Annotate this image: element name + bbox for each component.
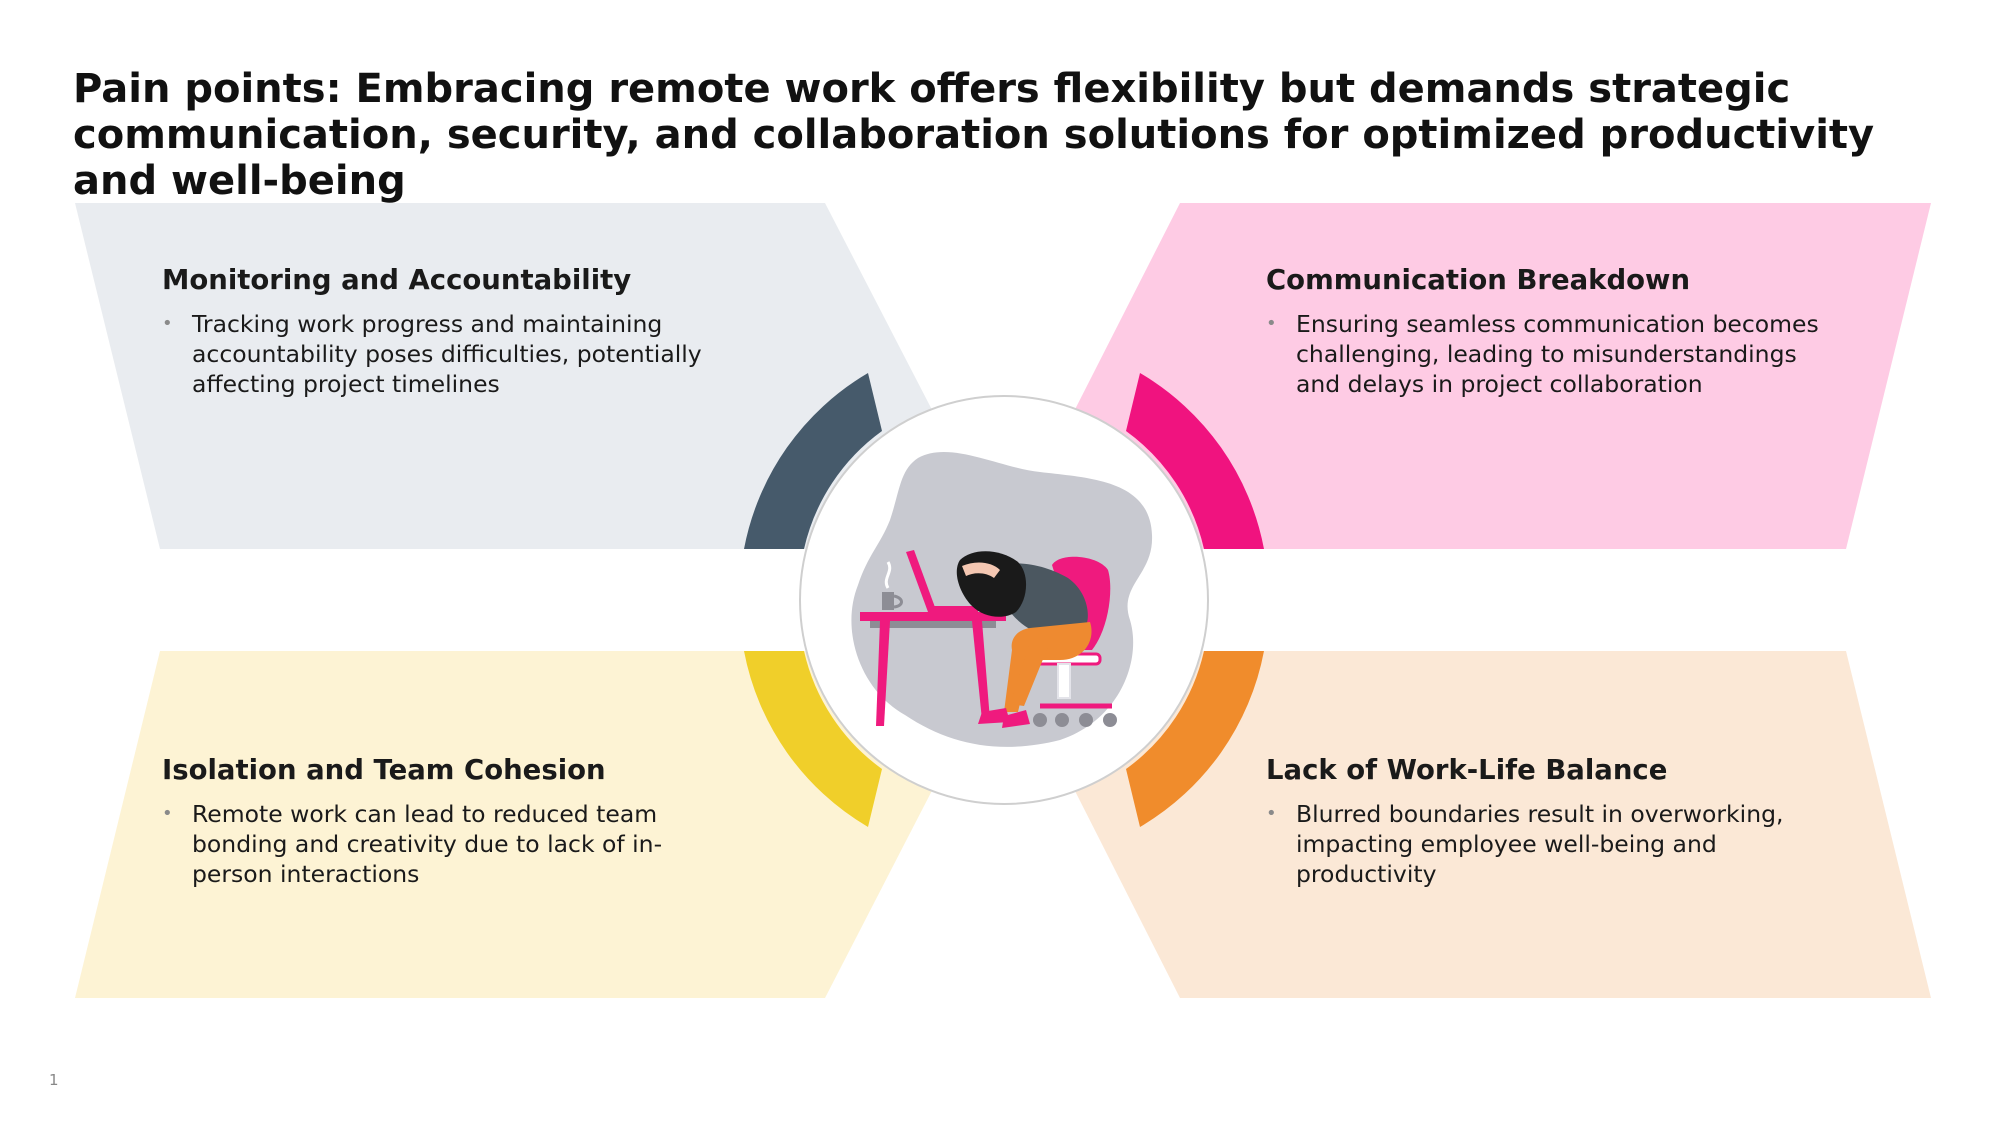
communication-heading: Communication Breakdown [1266,264,1691,296]
monitoring-heading: Monitoring and Accountability [162,264,632,296]
laptop-base [928,606,978,612]
monitoring-card: Monitoring and Accountability • Tracking… [162,263,722,399]
page-title: Pain points: Embracing remote work offer… [73,66,1875,204]
chair-wheel [1103,713,1117,727]
isolation-body: Remote work can lead to reduced team bon… [192,800,663,888]
bullet-icon: • [162,313,173,334]
isolation-heading: Isolation and Team Cohesion [162,754,606,786]
person-leg-front [1010,636,1050,706]
mug-handle [893,594,903,609]
monitoring-body: Tracking work progress and maintaining a… [192,310,702,398]
chair-post [1057,663,1071,699]
monitoring-bullet-item: • Tracking work progress and maintaining… [162,309,722,399]
desk-top [860,612,1006,621]
stressed-worker-illustration [851,452,1153,747]
mug-steam [884,561,892,589]
worklife-heading: Lack of Work-Life Balance [1266,754,1668,786]
worklife-bullet-item: • Blurred boundaries result in overworki… [1266,799,1826,889]
communication-accent-arc [1126,373,1264,549]
communication-bullet-item: • Ensuring seamless communication become… [1266,309,1826,399]
chair-wheel [1033,713,1047,727]
communication-card: Communication Breakdown • Ensuring seaml… [1266,263,1826,399]
monitoring-panel [75,203,1004,549]
isolation-card: Isolation and Team Cohesion • Remote wor… [162,753,722,889]
communication-body: Ensuring seamless communication becomes … [1296,310,1819,398]
bullet-icon: • [1266,313,1277,334]
laptop-screen [906,550,936,612]
desk-leg-left [876,621,890,726]
slide-number: 1 [49,1071,59,1089]
isolation-accent-arc [744,651,882,827]
monitoring-accent-arc [744,373,882,549]
worklife-panel [1004,651,1931,998]
isolation-bullet-item: • Remote work can lead to reduced team b… [162,799,722,889]
worklife-accent-arc [1126,651,1264,827]
bullet-icon: • [162,803,173,824]
chair-wheel [1055,713,1069,727]
person-shoe-left [978,708,1010,724]
person-legs [1004,622,1092,712]
chair-wheel [1079,713,1093,727]
isolation-panel [75,651,1004,998]
bullet-icon: • [1266,803,1277,824]
worklife-body: Blurred boundaries result in overworking… [1296,800,1784,888]
worklife-card: Lack of Work-Life Balance • Blurred boun… [1266,753,1826,889]
desk-leg-right [972,621,990,720]
person-arm [962,562,1000,578]
desk-shelf [870,621,996,628]
coffee-mug [882,592,894,610]
person-shoe-right [1002,710,1030,728]
communication-panel [1004,203,1931,549]
